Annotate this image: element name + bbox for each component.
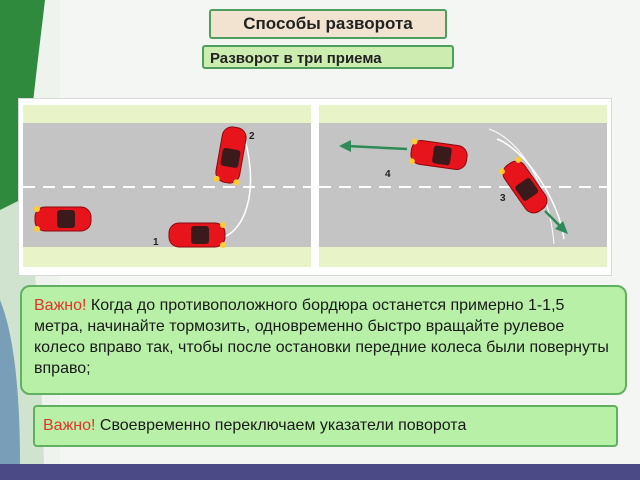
important-note-turn-signals: Важно! Своевременно переключаем указател…: [33, 405, 618, 447]
note-text: Своевременно переключаем указатели повор…: [95, 417, 467, 434]
page-title: Способы разворота: [209, 9, 447, 39]
page-subtitle: Разворот в три приема: [202, 45, 454, 69]
car-position-3: [498, 156, 548, 214]
road-panel-left: [23, 105, 311, 267]
car-position-2: [213, 126, 247, 186]
step-label-3: 3: [500, 193, 506, 204]
warning-label: Важно!: [34, 297, 87, 314]
direction-arrow-left: [339, 140, 408, 152]
important-note-braking: Важно! Когда до противоположного бордюра…: [20, 285, 627, 395]
car-start: [34, 206, 92, 232]
step-label-4: 4: [385, 169, 391, 180]
car-position-4: [408, 138, 468, 170]
car-position-1: [168, 222, 226, 248]
step-label-2: 2: [249, 131, 255, 142]
three-point-turn-diagram: 1 2 3 4: [18, 98, 612, 276]
direction-arrow-down-right: [544, 210, 568, 234]
road-panel-right: [319, 105, 607, 267]
step-label-1: 1: [153, 237, 159, 248]
note-text: Когда до противоположного бордюра остане…: [34, 297, 609, 377]
footer-bar: [0, 464, 640, 480]
warning-label: Важно!: [43, 417, 96, 434]
trajectory-curve-left: [223, 138, 252, 238]
